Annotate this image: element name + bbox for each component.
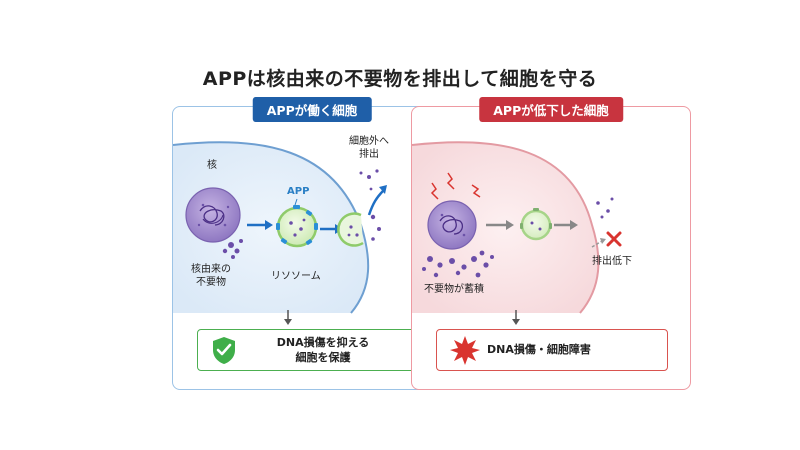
arrow-to-membrane-reduced: [554, 220, 578, 230]
app-active-illustration: [173, 141, 387, 325]
waste-particles: [222, 239, 243, 259]
label-waste-line2: 不要物: [196, 277, 226, 288]
label-app: APP: [287, 186, 310, 197]
label-export-line2: 排出: [359, 149, 379, 160]
label-export-down: 排出低下: [592, 256, 632, 267]
panel-header-app-active: APPが働く細胞: [252, 97, 372, 122]
burst-icon: [450, 336, 480, 365]
result-text-protected: DNA損傷を抑える 細胞を保護: [248, 335, 398, 365]
cell-membrane-reduced: [412, 141, 600, 314]
label-nucleus: 核: [207, 160, 217, 171]
nucleus: [185, 187, 241, 243]
panel-header-app-reduced: APPが低下した細胞: [479, 97, 623, 122]
lysosome: [276, 205, 318, 248]
shield-check-icon: [213, 337, 235, 364]
result-text-damage: DNA損傷・細胞障害: [487, 343, 591, 356]
exported-particles: [359, 169, 381, 241]
result-box-protected: DNA損傷を抑える 細胞を保護: [197, 329, 429, 371]
nucleus-reduced: [427, 200, 477, 250]
label-accumulate: 不要物が蓄積: [424, 284, 484, 295]
fusing-vesicle: [337, 212, 364, 247]
arrow-to-lysosome-reduced: [486, 220, 514, 230]
stress-marks: [430, 172, 481, 200]
cell-membrane: [173, 141, 370, 314]
result-line2: 細胞を保護: [295, 351, 351, 364]
arrow-to-result: [284, 310, 292, 325]
blocked-export: [591, 238, 606, 248]
panel-app-reduced: APPが低下した細胞: [411, 97, 691, 390]
panel-app-active: APPが働く細胞: [172, 97, 452, 390]
arrow-to-result-reduced: [512, 310, 520, 325]
app-reduced-illustration: [412, 141, 622, 325]
label-lysosome: リソソーム: [271, 271, 321, 282]
arrow-to-lysosome: [247, 220, 273, 230]
result-line1: DNA損傷を抑える: [276, 336, 370, 349]
cell-body-reduced: [412, 142, 599, 313]
diagram-title: APPは核由来の不要物を排出して細胞を守る: [202, 68, 598, 90]
cross-icon: [606, 231, 622, 247]
export-arrow: [367, 185, 387, 216]
accumulated-waste: [422, 250, 494, 278]
lysosome-reduced: [520, 208, 552, 241]
few-exported-particles: [596, 197, 614, 219]
label-waste: 核由来の 不要物: [181, 263, 241, 289]
result-box-damage: DNA損傷・細胞障害: [436, 329, 668, 371]
cell-body: [173, 142, 369, 313]
label-export-line1: 細胞外へ: [349, 136, 389, 147]
label-export: 細胞外へ 排出: [345, 135, 393, 161]
label-waste-line1: 核由来の: [191, 264, 231, 275]
